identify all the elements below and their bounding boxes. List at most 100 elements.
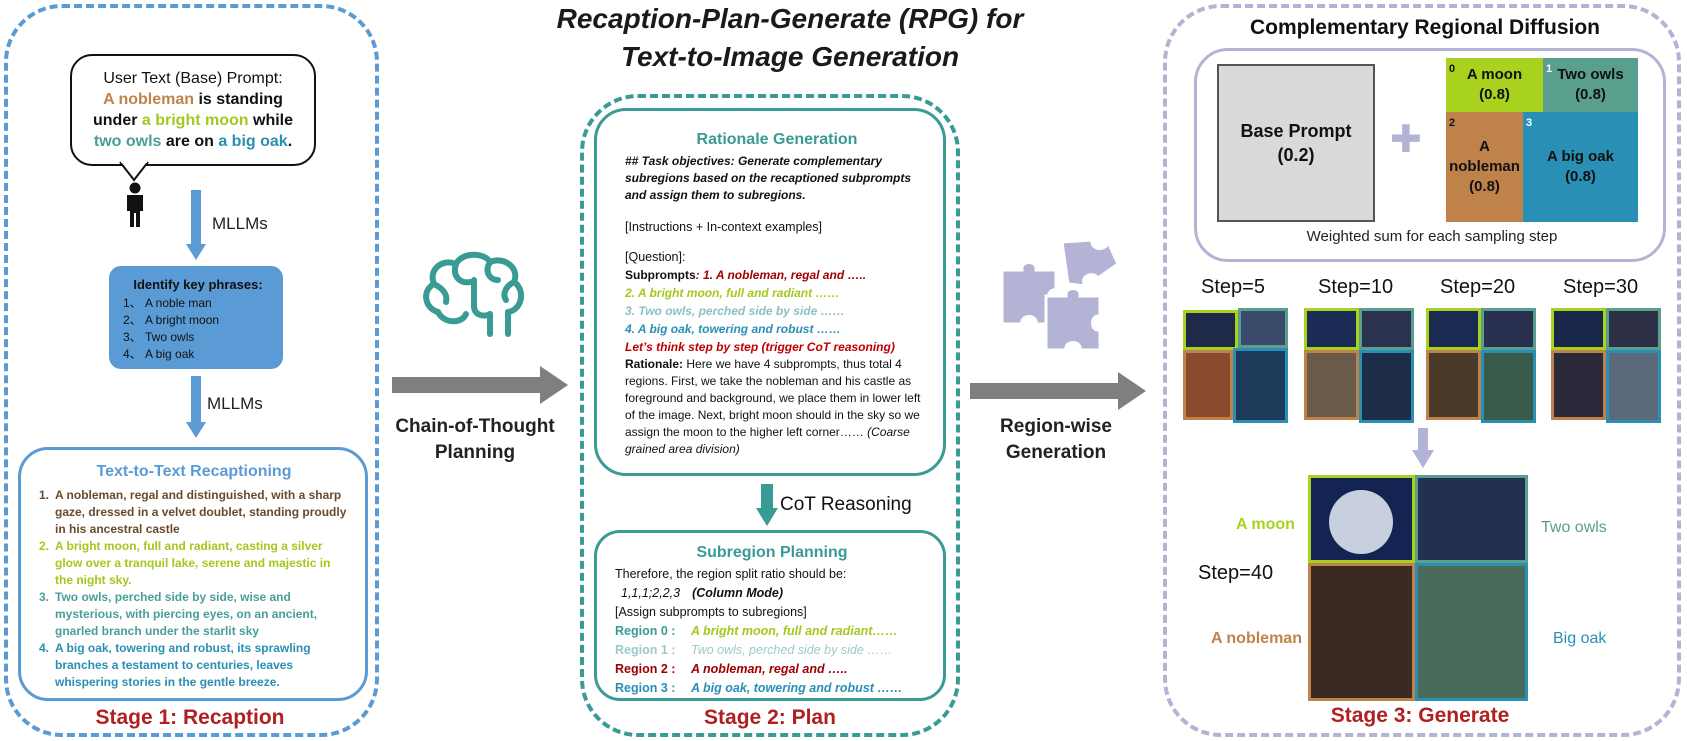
step-label: Step=5 xyxy=(1201,276,1265,298)
subprompt-1: : 1. A nobleman, regal and ….. xyxy=(695,268,867,282)
stage1-panel xyxy=(4,4,379,737)
region-name: Two owls xyxy=(1557,66,1624,83)
region-line: Region 0 : A bright moon, full and radia… xyxy=(615,622,929,641)
stage2-label: Stage 2: Plan xyxy=(704,706,836,729)
recaption-num: 2. xyxy=(39,539,50,553)
stage2-panel xyxy=(580,94,960,737)
region-weight: (0.8) xyxy=(1479,86,1510,103)
key-phrases-heading: Identify key phrases: xyxy=(133,277,263,292)
column-mode: (Column Mode) xyxy=(692,586,784,600)
cot-planning-line-2: Planning xyxy=(434,442,516,463)
split-ratio: 1,1,1;2,2,3 xyxy=(621,586,681,600)
region-index: 0 xyxy=(1449,63,1456,75)
recaption-text: A nobleman, regal and distinguished, wit… xyxy=(55,488,347,536)
recaption-num: 1. xyxy=(39,488,50,502)
cot-planning-label: Chain-of-Thought Planning xyxy=(385,414,565,466)
step-30-image xyxy=(1551,308,1663,423)
region-index: 2 xyxy=(1449,117,1456,129)
final-oak-region xyxy=(1415,563,1528,701)
stage1-label: Stage 1: Recaption xyxy=(95,706,285,729)
recaption-item: 1. A nobleman, regal and distinguished, … xyxy=(39,487,349,538)
rationale-text: Here we have 4 subprompts, thus total 4 … xyxy=(625,357,921,439)
recaption-item: 2. A bright moon, full and radiant, cast… xyxy=(39,538,349,589)
region-text: A nobleman, regal and ….. xyxy=(691,662,848,676)
rationale-heading: Rationale Generation xyxy=(696,131,858,148)
step-20-image xyxy=(1426,308,1538,423)
step-label: Step=30 xyxy=(1563,276,1639,298)
recaption-num: 3. xyxy=(39,590,50,604)
plus-icon: ✚ xyxy=(1390,119,1422,161)
down-arrow-icon xyxy=(186,376,206,438)
region-text: A bright moon, full and radiant…… xyxy=(691,624,898,638)
subprompt-4: 4. A big oak, towering and robust …… xyxy=(625,322,841,336)
stage3-label: Stage 3: Generate xyxy=(1330,704,1510,727)
brain-icon xyxy=(423,251,525,337)
person-icon xyxy=(127,182,143,227)
prompt-oak: a big oak xyxy=(218,133,288,150)
recaption-item: 4. A big oak, towering and robust, its s… xyxy=(39,640,349,691)
weighted-sum-caption: Weighted sum for each sampling step xyxy=(1306,228,1558,245)
prompt-text-2: under xyxy=(93,112,142,129)
region-line: Region 3 : A big oak, towering and robus… xyxy=(615,679,929,698)
key-phrase-item: 2、 A bright moon xyxy=(123,313,220,327)
question-text: [Question]: xyxy=(625,250,686,264)
region-label: Region 3 : xyxy=(615,681,676,695)
assign-text: [Assign subprompts to subregions] xyxy=(615,605,807,619)
prompt-text-1: is standing xyxy=(194,91,283,108)
region-owls: 1 Two owls(0.8) xyxy=(1543,58,1638,112)
base-prompt-box: Base Prompt (0.2) xyxy=(1217,64,1375,222)
region-label: Region 2 : xyxy=(615,662,676,676)
region-name: A nobleman xyxy=(1449,138,1520,175)
crd-box xyxy=(1194,48,1666,262)
prompt-text-5: . xyxy=(287,133,293,150)
region-name: A big oak xyxy=(1547,148,1614,165)
puzzle-icon xyxy=(1000,238,1120,352)
crd-title: Complementary Regional Diffusion xyxy=(1249,16,1601,39)
right-arrow-icon xyxy=(970,372,1146,410)
final-noble-region xyxy=(1308,563,1415,701)
final-label-moon: A moon xyxy=(1236,516,1295,533)
step-label: Step=10 xyxy=(1318,276,1394,298)
prompt-colon: : xyxy=(278,70,283,87)
step-5-image xyxy=(1183,308,1288,423)
moon-icon xyxy=(1329,490,1393,554)
prompt-moon: a bright moon xyxy=(141,112,249,129)
bubble-tail-icon xyxy=(119,160,149,182)
step-10-image xyxy=(1304,308,1416,423)
task-objectives: ## Task objectives: Generate complementa… xyxy=(625,154,912,202)
subprompt-2: 2. A bright moon, full and radiant …… xyxy=(625,286,840,300)
step-40-label: Step=40 xyxy=(1198,562,1274,584)
region-text: Two owls, perched side by side …… xyxy=(691,643,893,657)
step-label: Step=20 xyxy=(1440,276,1516,298)
prompt-text-4: are on xyxy=(161,133,219,150)
recaption-box: Text-to-Text Recaptioning 1. A nobleman,… xyxy=(18,447,368,701)
recaption-heading: Text-to-Text Recaptioning xyxy=(96,463,292,480)
key-phrases-box: Identify key phrases: 1、 A noble man 2、 … xyxy=(109,266,283,369)
region-label: Region 0 : xyxy=(615,624,676,638)
subprompts-label: Subprompts xyxy=(625,268,696,282)
step-40-image xyxy=(1308,475,1528,701)
prompt-text-3: while xyxy=(248,112,293,129)
key-phrase-item: 3、 Two owls xyxy=(123,330,195,344)
region-label: Region 1 : xyxy=(615,643,676,657)
base-prompt-name: Base Prompt xyxy=(1240,121,1352,141)
cot-reasoning-label: CoT Reasoning xyxy=(780,494,912,515)
recaption-item: 3. Two owls, perched side by side, wise … xyxy=(39,589,349,640)
region-weight: (0.8) xyxy=(1575,86,1606,103)
region-noble: 2 A nobleman(0.8) xyxy=(1446,112,1523,222)
region-index: 3 xyxy=(1526,117,1533,129)
region-weight: (0.8) xyxy=(1565,168,1596,185)
title-line-1: Recaption-Plan-Generate (RPG) for xyxy=(556,3,1024,34)
prompt-heading: User Text (Base) Prompt xyxy=(103,70,279,87)
base-prompt-weight: (0.2) xyxy=(1277,145,1315,165)
rationale-label: Rationale: xyxy=(625,357,684,371)
recaption-text: Two owls, perched side by side, wise and… xyxy=(55,590,318,638)
prompt-noble: A nobleman xyxy=(103,91,195,108)
recaption-text: A bright moon, full and radiant, casting… xyxy=(55,539,331,587)
region-wise-line-2: Generation xyxy=(1005,442,1107,463)
down-arrow-icon xyxy=(1412,428,1434,468)
final-owls-region xyxy=(1415,475,1528,563)
subprompt-3: 3. Two owls, perched side by side …… xyxy=(625,304,845,318)
final-moon-region xyxy=(1308,475,1415,563)
stage3-panel xyxy=(1163,4,1681,737)
